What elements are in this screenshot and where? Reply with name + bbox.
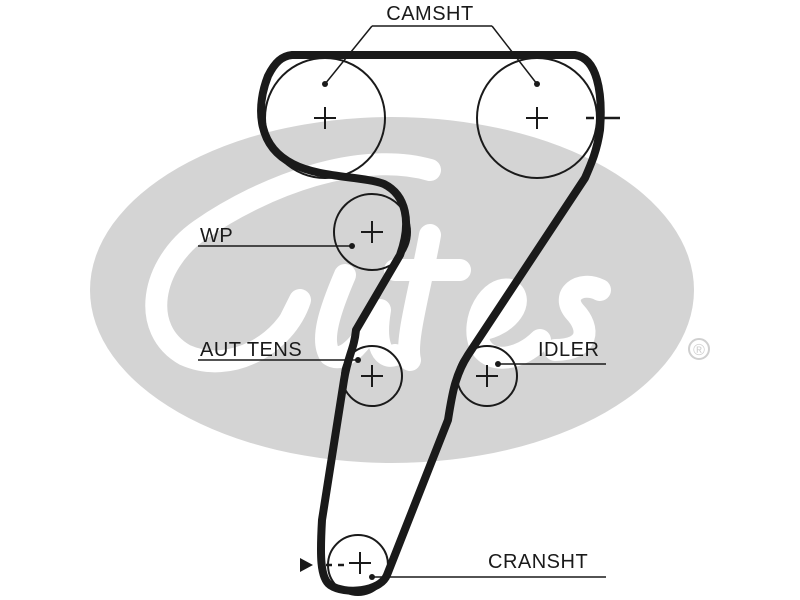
wp-center-icon (361, 221, 383, 243)
cam-right-dot (534, 81, 540, 87)
wp-dot (349, 243, 355, 249)
auto-tensioner-label: AUT TENS (200, 339, 302, 361)
camshaft-label: CAMSHT (386, 3, 473, 25)
leader-lines (198, 25, 606, 578)
water-pump-pulley (333, 193, 411, 271)
tensioner-center-icon (361, 365, 383, 387)
registered-mark-circle (688, 338, 710, 360)
crankshaft-dot (369, 574, 375, 580)
camshaft-leader-left (324, 25, 373, 85)
crank-center-icon (349, 552, 371, 574)
crankshaft-label: CRANSHT (488, 551, 588, 573)
idler-label: IDLER (538, 339, 599, 361)
timing-belt (257, 51, 605, 595)
crank-arrow-icon (300, 558, 313, 572)
idler-dot (495, 361, 501, 367)
leader-dots (322, 81, 540, 580)
cam-left-center-icon (314, 107, 336, 129)
center-marks (314, 107, 548, 574)
script-s (544, 275, 611, 361)
idler-center-icon (476, 365, 498, 387)
cam-left-dot (322, 81, 328, 87)
script-t (384, 224, 471, 371)
script-e (466, 278, 551, 369)
gates-logo-watermark: ® (90, 117, 710, 463)
cam-right-center-icon (526, 107, 548, 129)
tensioner-dot (355, 357, 361, 363)
timing-marks (326, 116, 620, 567)
registered-mark: ® (693, 342, 705, 359)
water-pump-label: WP (200, 225, 233, 247)
camshaft-leader-right (491, 25, 538, 85)
